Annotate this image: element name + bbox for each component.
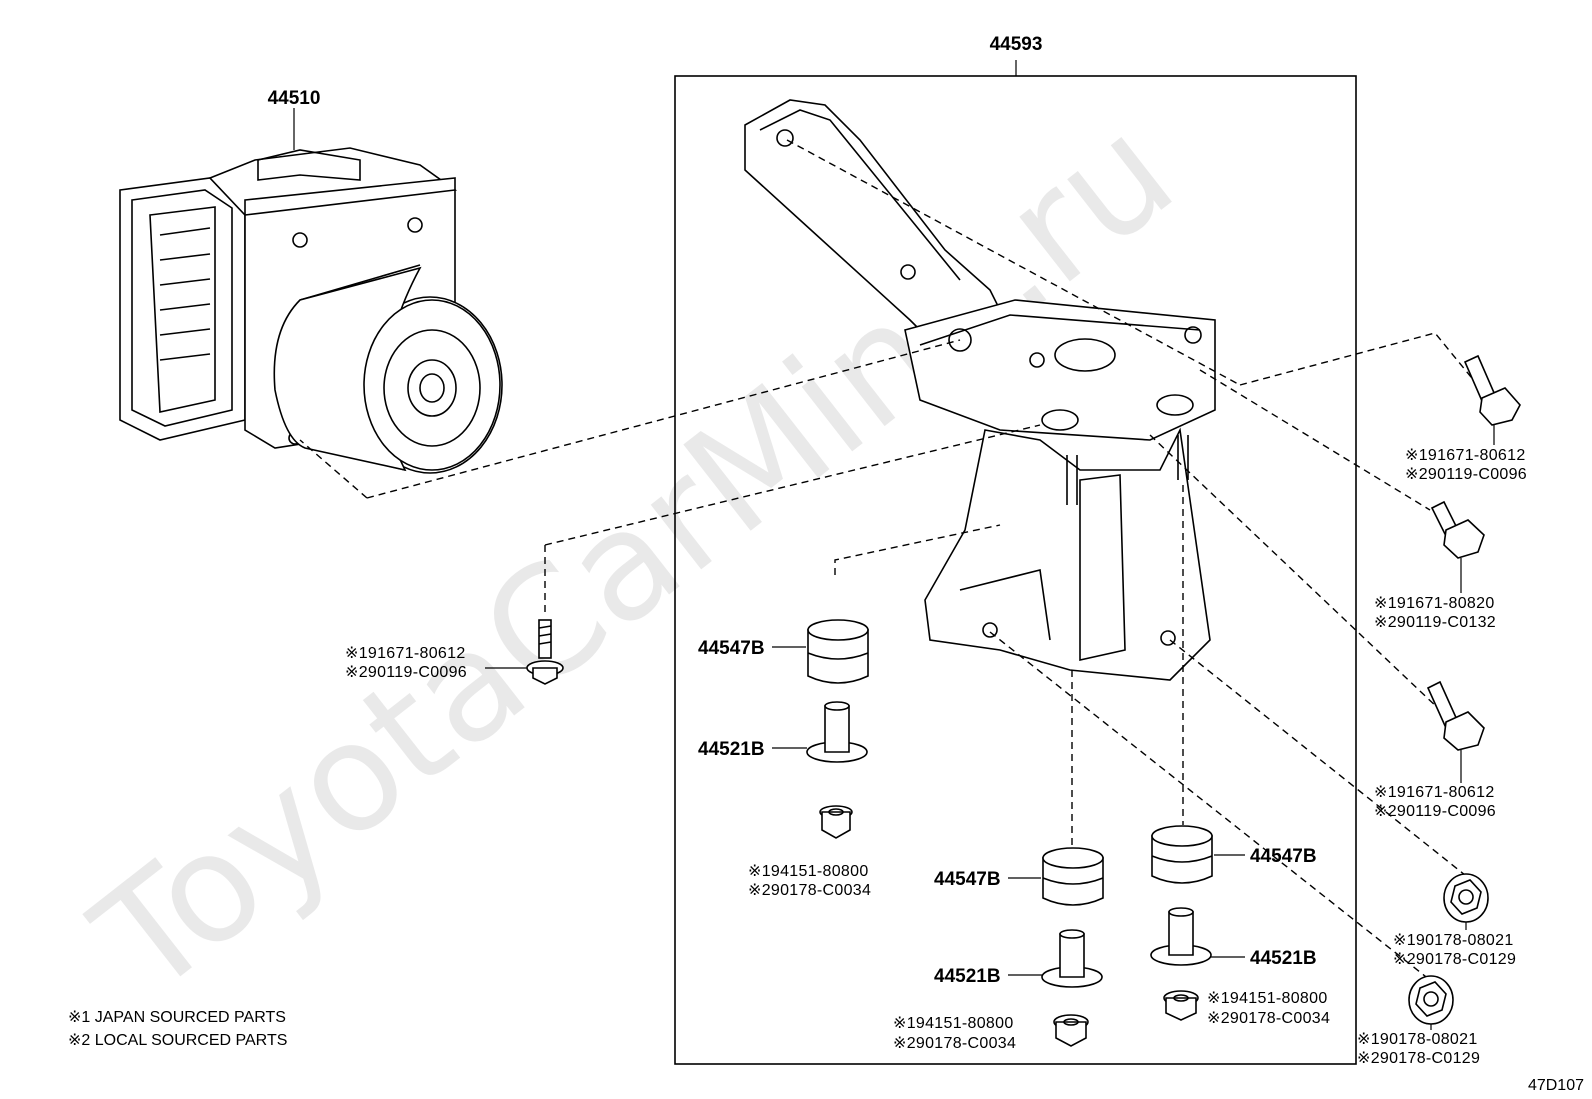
bolt-r3-drawing[interactable]: [1426, 680, 1485, 751]
part-number-bolt-r3-1[interactable]: ※191671-80612: [1374, 784, 1495, 801]
part-number-flange-nut-r1-2[interactable]: ※290178-C0129: [1393, 951, 1516, 968]
collar-right-drawing[interactable]: [1150, 907, 1212, 966]
callout-collar-left[interactable]: 44521B: [698, 739, 765, 760]
part-number-nut-right-1[interactable]: ※194151-80800: [1207, 990, 1328, 1007]
callout-cushion-right[interactable]: 44547B: [1250, 846, 1317, 867]
collar-mid-drawing[interactable]: [1041, 929, 1103, 988]
abs-actuator-drawing[interactable]: [119, 108, 503, 474]
cushion-mid-drawing[interactable]: [1042, 847, 1104, 906]
part-number-nut-mid-2[interactable]: ※290178-C0034: [893, 1035, 1016, 1052]
flange-nut-r2-drawing[interactable]: [1408, 975, 1454, 1025]
nut-right-drawing[interactable]: [1163, 990, 1199, 1021]
callout-collar-right[interactable]: 44521B: [1250, 948, 1317, 969]
part-number-flange-nut-r2-1[interactable]: ※190178-08021: [1357, 1031, 1478, 1048]
callout-cushion-mid[interactable]: 44547B: [934, 869, 1001, 890]
cushion-left-drawing[interactable]: [807, 619, 869, 684]
collar-left-drawing[interactable]: [806, 701, 868, 763]
bolt-r1-drawing[interactable]: [1463, 354, 1521, 426]
part-number-flange-nut-r1-1[interactable]: ※190178-08021: [1393, 932, 1514, 949]
bolt-left-drawing[interactable]: [526, 619, 564, 685]
part-number-flange-nut-r2-2[interactable]: ※290178-C0129: [1357, 1050, 1480, 1067]
diagram-code: 47D107: [1528, 1077, 1584, 1094]
note-local-sourced: ※2 LOCAL SOURCED PARTS: [68, 1032, 287, 1049]
callout-cushion-left[interactable]: 44547B: [698, 638, 765, 659]
bracket-drawing[interactable]: [744, 99, 1216, 681]
note-japan-sourced: ※1 JAPAN SOURCED PARTS: [68, 1009, 286, 1026]
assembly-lines: [299, 139, 1481, 981]
part-number-bolt-left-1[interactable]: ※191671-80612: [345, 645, 466, 662]
part-number-nut-mid-1[interactable]: ※194151-80800: [893, 1015, 1014, 1032]
cushion-right-drawing[interactable]: [1151, 825, 1213, 884]
part-number-bolt-r3-2[interactable]: ※290119-C0096: [1374, 803, 1496, 820]
nut-mid-drawing[interactable]: [1053, 1014, 1089, 1047]
callout-abs-actuator[interactable]: 44510: [268, 88, 321, 109]
nut-left-drawing[interactable]: [819, 805, 853, 839]
part-number-nut-left-2[interactable]: ※290178-C0034: [748, 882, 871, 899]
part-number-nut-right-2[interactable]: ※290178-C0034: [1207, 1010, 1330, 1027]
flange-nut-r1-drawing[interactable]: [1443, 873, 1489, 923]
part-number-bolt-r2-1[interactable]: ※191671-80820: [1374, 595, 1495, 612]
part-number-bolt-r1-2[interactable]: ※290119-C0096: [1405, 466, 1527, 483]
bolt-r2-drawing[interactable]: [1430, 500, 1485, 559]
part-number-bolt-r1-1[interactable]: ※191671-80612: [1405, 447, 1526, 464]
part-number-bolt-left-2[interactable]: ※290119-C0096: [345, 664, 467, 681]
callout-collar-mid[interactable]: 44521B: [934, 966, 1001, 987]
callout-bracket-assembly[interactable]: 44593: [990, 34, 1043, 55]
part-number-nut-left-1[interactable]: ※194151-80800: [748, 863, 869, 880]
part-number-bolt-r2-2[interactable]: ※290119-C0132: [1374, 614, 1496, 631]
